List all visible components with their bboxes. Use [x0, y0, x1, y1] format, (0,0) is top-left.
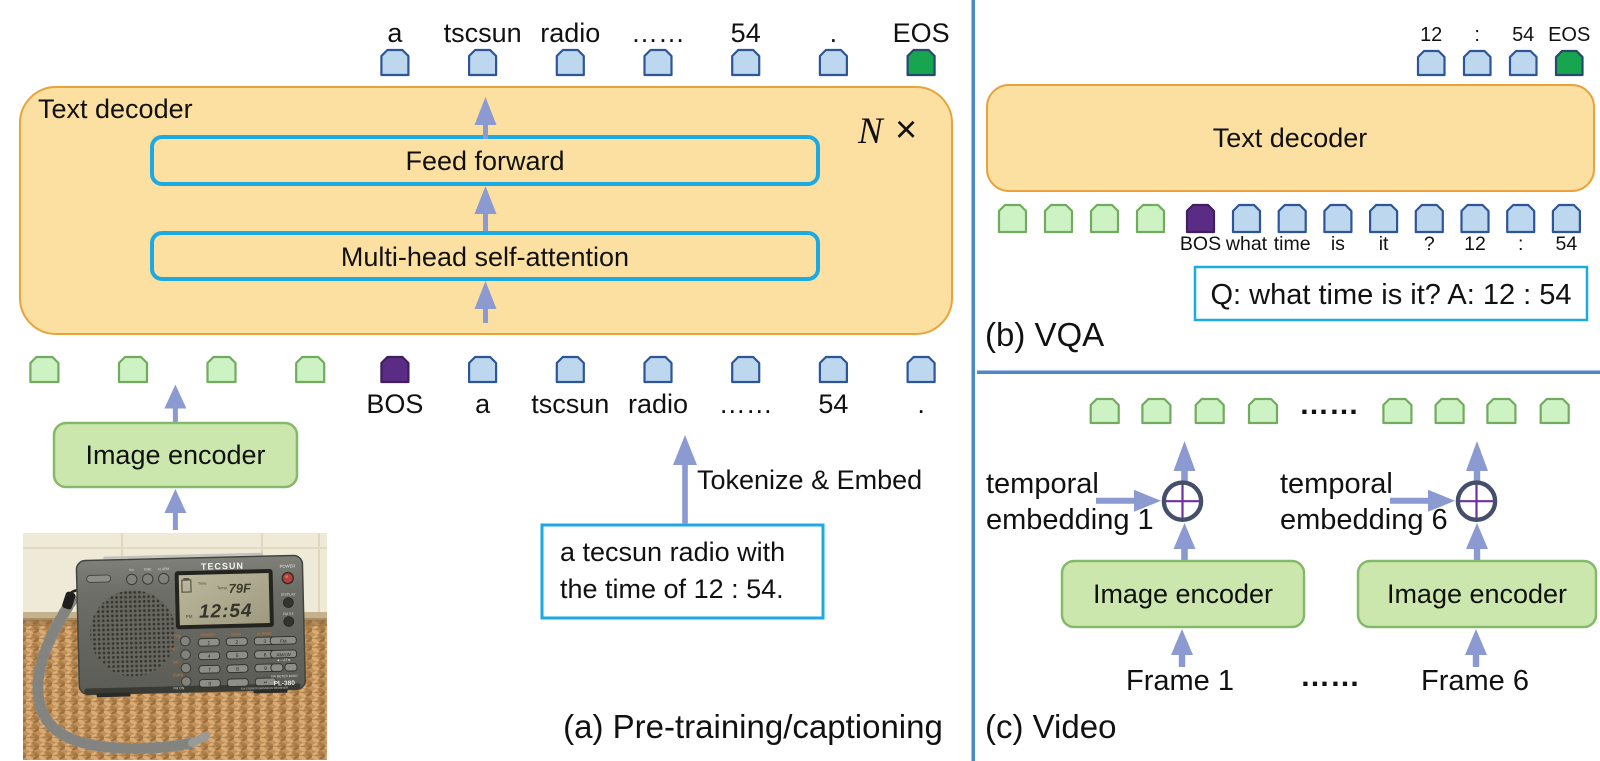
svg-text:embedding 6: embedding 6 — [1280, 504, 1448, 536]
svg-text:N: N — [857, 111, 885, 152]
svg-text:9: 9 — [264, 666, 267, 672]
svg-text:[SAN]: [SAN] — [173, 673, 183, 677]
svg-text:12:54: 12:54 — [199, 600, 253, 622]
svg-text:(c) Video: (c) Video — [985, 708, 1116, 745]
svg-text:SW METER BAND: SW METER BAND — [271, 674, 299, 679]
svg-text:2: 2 — [235, 640, 238, 646]
svg-text:54: 54 — [1556, 233, 1578, 255]
svg-text:Image encoder: Image encoder — [1387, 579, 1567, 609]
svg-text:SCAN: SCAN — [231, 632, 241, 636]
svg-text:×: × — [895, 109, 917, 151]
svg-text:(b) VQA: (b) VQA — [985, 316, 1104, 353]
svg-text:EOS: EOS — [1548, 24, 1590, 46]
svg-text:4: 4 — [208, 654, 211, 660]
svg-text:tscsun: tscsun — [531, 389, 609, 419]
svg-text:TECSUN: TECSUN — [201, 561, 244, 572]
svg-text:7: 7 — [208, 667, 211, 673]
svg-text:the time of 12 : 54.: the time of 12 : 54. — [560, 574, 784, 604]
svg-text:Q: what time is it? A: 12 : 54: Q: what time is it? A: 12 : 54 — [1210, 279, 1571, 311]
svg-text:ALARM: ALARM — [158, 567, 170, 571]
svg-text:54: 54 — [1512, 24, 1534, 46]
svg-text:54: 54 — [818, 389, 848, 419]
svg-text:AL BAND: AL BAND — [257, 632, 272, 636]
svg-text:what: what — [1225, 233, 1268, 255]
svg-text:radio: radio — [628, 389, 688, 419]
svg-text:MEMORY: MEMORY — [200, 633, 216, 637]
svg-text:Feed forward: Feed forward — [405, 146, 564, 176]
svg-text:FM ON: FM ON — [173, 686, 185, 690]
svg-text:temporal: temporal — [1280, 468, 1393, 500]
svg-text:BOS: BOS — [366, 389, 423, 419]
svg-text:temporal: temporal — [986, 468, 1099, 500]
svg-text:TIME: TIME — [143, 567, 152, 571]
svg-text:0: 0 — [208, 681, 211, 687]
svg-text:BT: BT — [172, 647, 178, 651]
svg-text:Multi-head self-attention: Multi-head self-attention — [341, 242, 629, 272]
svg-text:Image encoder: Image encoder — [1093, 579, 1273, 609]
svg-text:♩: ♩ — [286, 631, 292, 637]
svg-text:9m: 9m — [129, 568, 134, 572]
svg-text:embedding 1: embedding 1 — [986, 504, 1154, 536]
svg-text:Tokenize & Embed: Tokenize & Embed — [697, 465, 922, 495]
svg-text:VM: VM — [173, 660, 179, 664]
svg-text:8: 8 — [236, 667, 239, 673]
svg-text:Text decoder: Text decoder — [1213, 123, 1368, 153]
svg-text:12: 12 — [1464, 233, 1486, 255]
svg-text:a tecsun radio with: a tecsun radio with — [560, 537, 785, 567]
svg-text:6: 6 — [264, 652, 267, 658]
svg-text:12: 12 — [1420, 24, 1442, 46]
svg-text:……: …… — [1299, 388, 1359, 421]
svg-text::: : — [1474, 24, 1480, 46]
svg-text:PL-380: PL-380 — [274, 680, 296, 688]
svg-text:PM: PM — [186, 614, 193, 619]
svg-text:Frame 1: Frame 1 — [1126, 665, 1234, 697]
svg-text:tscsun: tscsun — [444, 18, 522, 48]
svg-text:54: 54 — [731, 18, 761, 48]
svg-text:FM: FM — [280, 639, 287, 644]
svg-text:BOS: BOS — [1180, 233, 1221, 255]
svg-text:↵: ↵ — [264, 680, 268, 686]
svg-text:5: 5 — [236, 653, 239, 659]
svg-text:3: 3 — [263, 639, 266, 645]
svg-text:1: 1 — [207, 640, 210, 646]
svg-text:Temp.: Temp. — [217, 585, 228, 590]
svg-text:.: . — [237, 681, 239, 687]
svg-text:EOS: EOS — [893, 18, 950, 48]
svg-text:FM ST.: FM ST. — [283, 612, 295, 616]
svg-text:CTM: CTM — [172, 634, 180, 638]
svg-text:.: . — [830, 18, 838, 48]
svg-text:is: is — [1331, 233, 1345, 255]
svg-text:AM/LW: AM/LW — [276, 652, 291, 657]
svg-text:time: time — [1274, 233, 1311, 255]
svg-text:it: it — [1379, 233, 1389, 255]
svg-text:◄—AT►: ◄—AT► — [276, 658, 291, 662]
svg-text:FM STEREO/SW/MW/LW RECEIVER: FM STEREO/SW/MW/LW RECEIVER — [241, 686, 288, 691]
svg-text:radio: radio — [540, 18, 600, 48]
svg-text:……: …… — [719, 389, 773, 419]
svg-text:Text decoder: Text decoder — [38, 94, 193, 124]
svg-text:79F: 79F — [228, 580, 252, 596]
svg-text:……: …… — [1300, 660, 1360, 693]
svg-text:?: ? — [1424, 233, 1435, 255]
svg-text::: : — [1518, 233, 1523, 255]
svg-text:Time: Time — [198, 581, 208, 586]
svg-text:Image encoder: Image encoder — [85, 440, 265, 470]
svg-text:……: …… — [631, 18, 685, 48]
svg-text:DISPLAY: DISPLAY — [281, 592, 297, 596]
svg-text:(a) Pre-training/captioning: (a) Pre-training/captioning — [563, 708, 943, 745]
svg-text:Frame 6: Frame 6 — [1421, 665, 1529, 697]
svg-text:.: . — [917, 389, 925, 419]
svg-text:a: a — [387, 18, 403, 48]
svg-text:a: a — [475, 389, 491, 419]
svg-text:POWER: POWER — [279, 563, 295, 568]
